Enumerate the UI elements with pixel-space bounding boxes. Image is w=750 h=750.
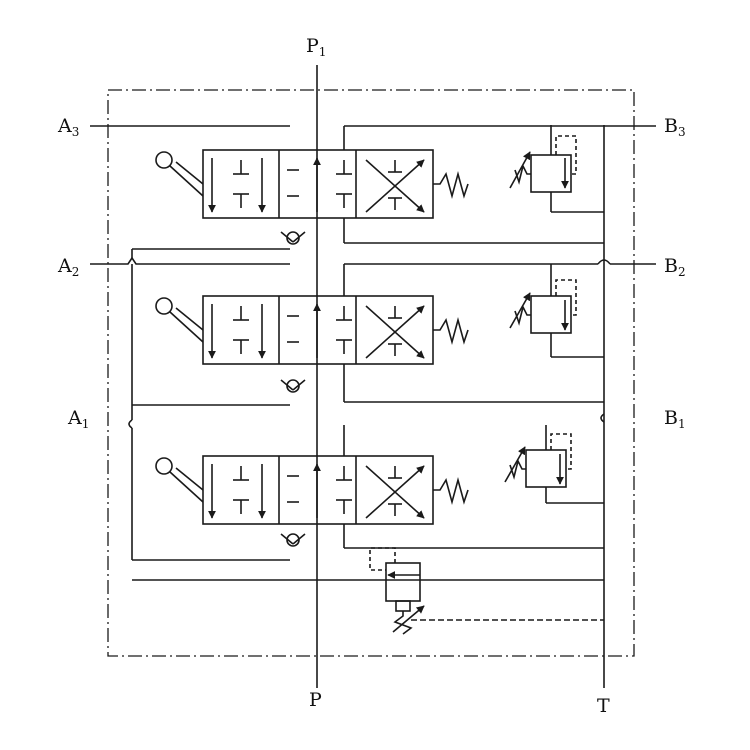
port-label-t: T — [597, 695, 610, 717]
valve-section-1 — [155, 425, 604, 549]
port-a2-line — [90, 256, 290, 265]
svg-text:B1: B1 — [664, 407, 686, 431]
port-label-b3: B3 — [664, 115, 686, 139]
svg-text:T: T — [597, 695, 610, 717]
main-relief-valve-icon — [369, 547, 604, 635]
port-label-p1: P1 — [306, 35, 326, 59]
relief-valve-icon — [509, 264, 604, 358]
valve-section-3 — [90, 125, 656, 245]
spool-box — [202, 149, 434, 219]
check-valve-icon — [280, 379, 306, 393]
lever-handle-icon — [155, 151, 173, 169]
return-spring-icon — [433, 316, 469, 346]
svg-text:A1: A1 — [67, 407, 89, 431]
spool-box — [202, 455, 434, 525]
svg-text:B3: B3 — [664, 115, 686, 139]
check-valve-icon — [280, 231, 306, 245]
relief-valve-icon — [509, 125, 604, 213]
svg-text:B2: B2 — [664, 255, 686, 279]
return-spring-icon — [433, 170, 469, 200]
lever-handle-icon — [155, 297, 173, 315]
port-label-b2: B2 — [664, 255, 686, 279]
valve-block-boundary — [107, 89, 635, 657]
svg-text:A3: A3 — [57, 115, 79, 139]
port-label-a1: A1 — [67, 407, 89, 431]
return-spring-icon — [433, 476, 469, 506]
svg-text:P: P — [309, 689, 322, 711]
port-label-a3: A3 — [57, 115, 79, 139]
check-valve-icon — [280, 533, 306, 547]
port-label-p: P — [309, 689, 322, 711]
svg-text:P1: P1 — [306, 35, 326, 59]
port-label-b1: B1 — [664, 407, 686, 431]
port-label-a2: A2 — [57, 255, 79, 279]
lever-handle-icon — [155, 457, 173, 475]
spool-box — [202, 295, 434, 365]
relief-valve-icon — [504, 425, 604, 504]
valve-section-2 — [155, 259, 656, 403]
svg-text:A2: A2 — [57, 255, 79, 279]
